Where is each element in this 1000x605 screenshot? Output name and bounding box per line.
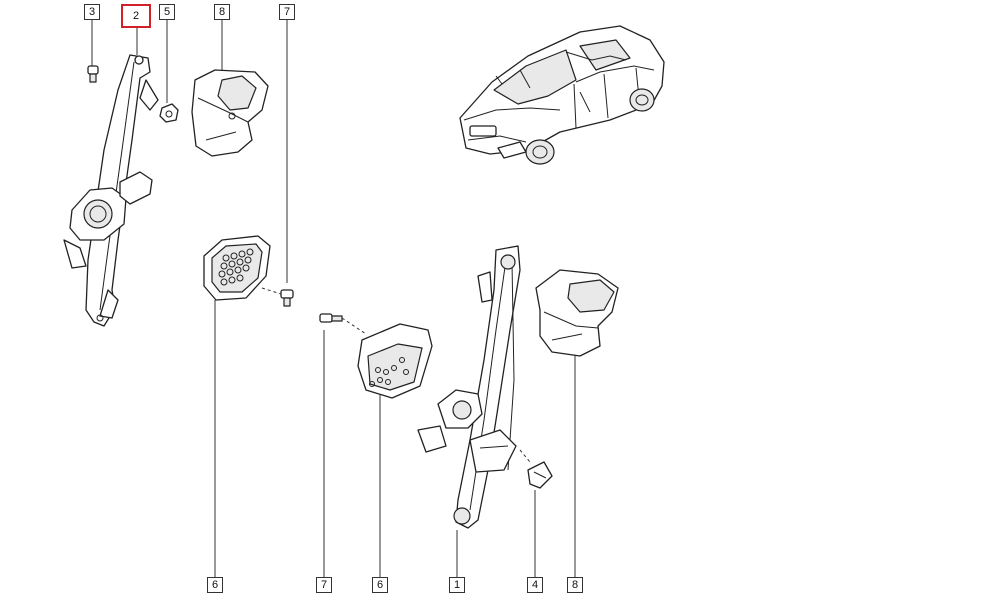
callout-part-7-bottom: 7 <box>316 577 332 593</box>
leader-lines-bottom <box>214 300 576 577</box>
control-module-part-6-left <box>203 235 271 301</box>
callout-part-6-bottom-left: 6 <box>207 577 223 593</box>
callout-part-1-bottom: 1 <box>449 577 465 593</box>
screw-part-7-top <box>261 287 294 307</box>
callout-part-8-bottom: 8 <box>567 577 583 593</box>
window-motor-part-8-bottom <box>535 269 619 357</box>
callout-part-5-top: 5 <box>159 4 175 20</box>
clip-part-4 <box>527 461 553 489</box>
screw-part-7-bottom <box>319 313 367 335</box>
car-illustration <box>459 25 665 165</box>
callout-part-2-top-highlighted: 2 <box>121 4 151 28</box>
screw-part-3 <box>87 65 99 83</box>
callout-part-3-top: 3 <box>84 4 100 20</box>
callout-part-4-bottom: 4 <box>527 577 543 593</box>
nut-part-5 <box>159 103 179 123</box>
window-regulator-part-2 <box>63 54 159 327</box>
callout-part-7-top: 7 <box>279 4 295 20</box>
callout-part-6-bottom-right: 6 <box>372 577 388 593</box>
window-motor-part-8-top <box>191 69 269 157</box>
control-module-part-6-right <box>357 323 433 399</box>
window-regulator-part-1 <box>417 245 531 529</box>
callout-part-8-top: 8 <box>214 4 230 20</box>
leader-lines-top <box>91 19 288 283</box>
